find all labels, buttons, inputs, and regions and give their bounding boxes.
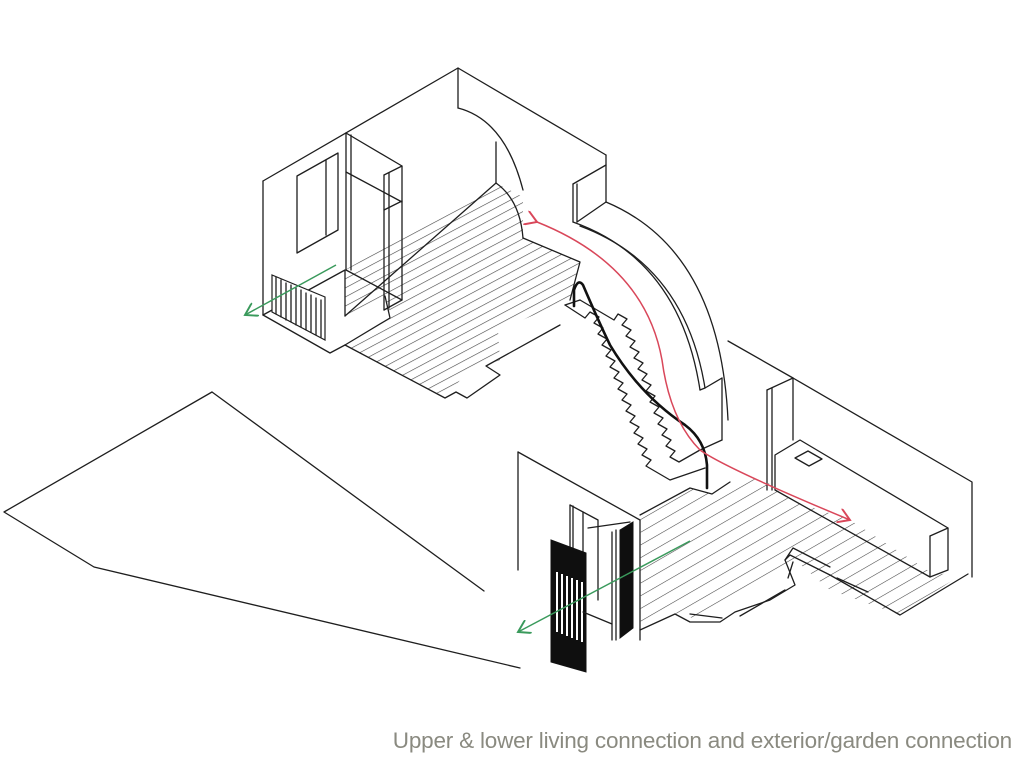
upper-floor-hatch [345, 183, 580, 398]
lower-living-room [517, 377, 973, 673]
diagram-caption: Upper & lower living connection and exte… [392, 728, 1012, 753]
staircase [564, 281, 723, 490]
steel-door-frame [345, 132, 403, 311]
curved-wall [572, 154, 794, 441]
arrow-upper-lower-connection [537, 222, 850, 520]
garden-doors[interactable] [550, 504, 634, 673]
upper-window [296, 152, 339, 254]
arrow-lower-garden [518, 540, 691, 632]
upper-living-room [262, 67, 607, 399]
sink [794, 450, 823, 467]
garden-terrace [3, 391, 521, 669]
door-leaf-right[interactable] [619, 521, 634, 640]
arrow-upper-exterior [245, 264, 337, 315]
